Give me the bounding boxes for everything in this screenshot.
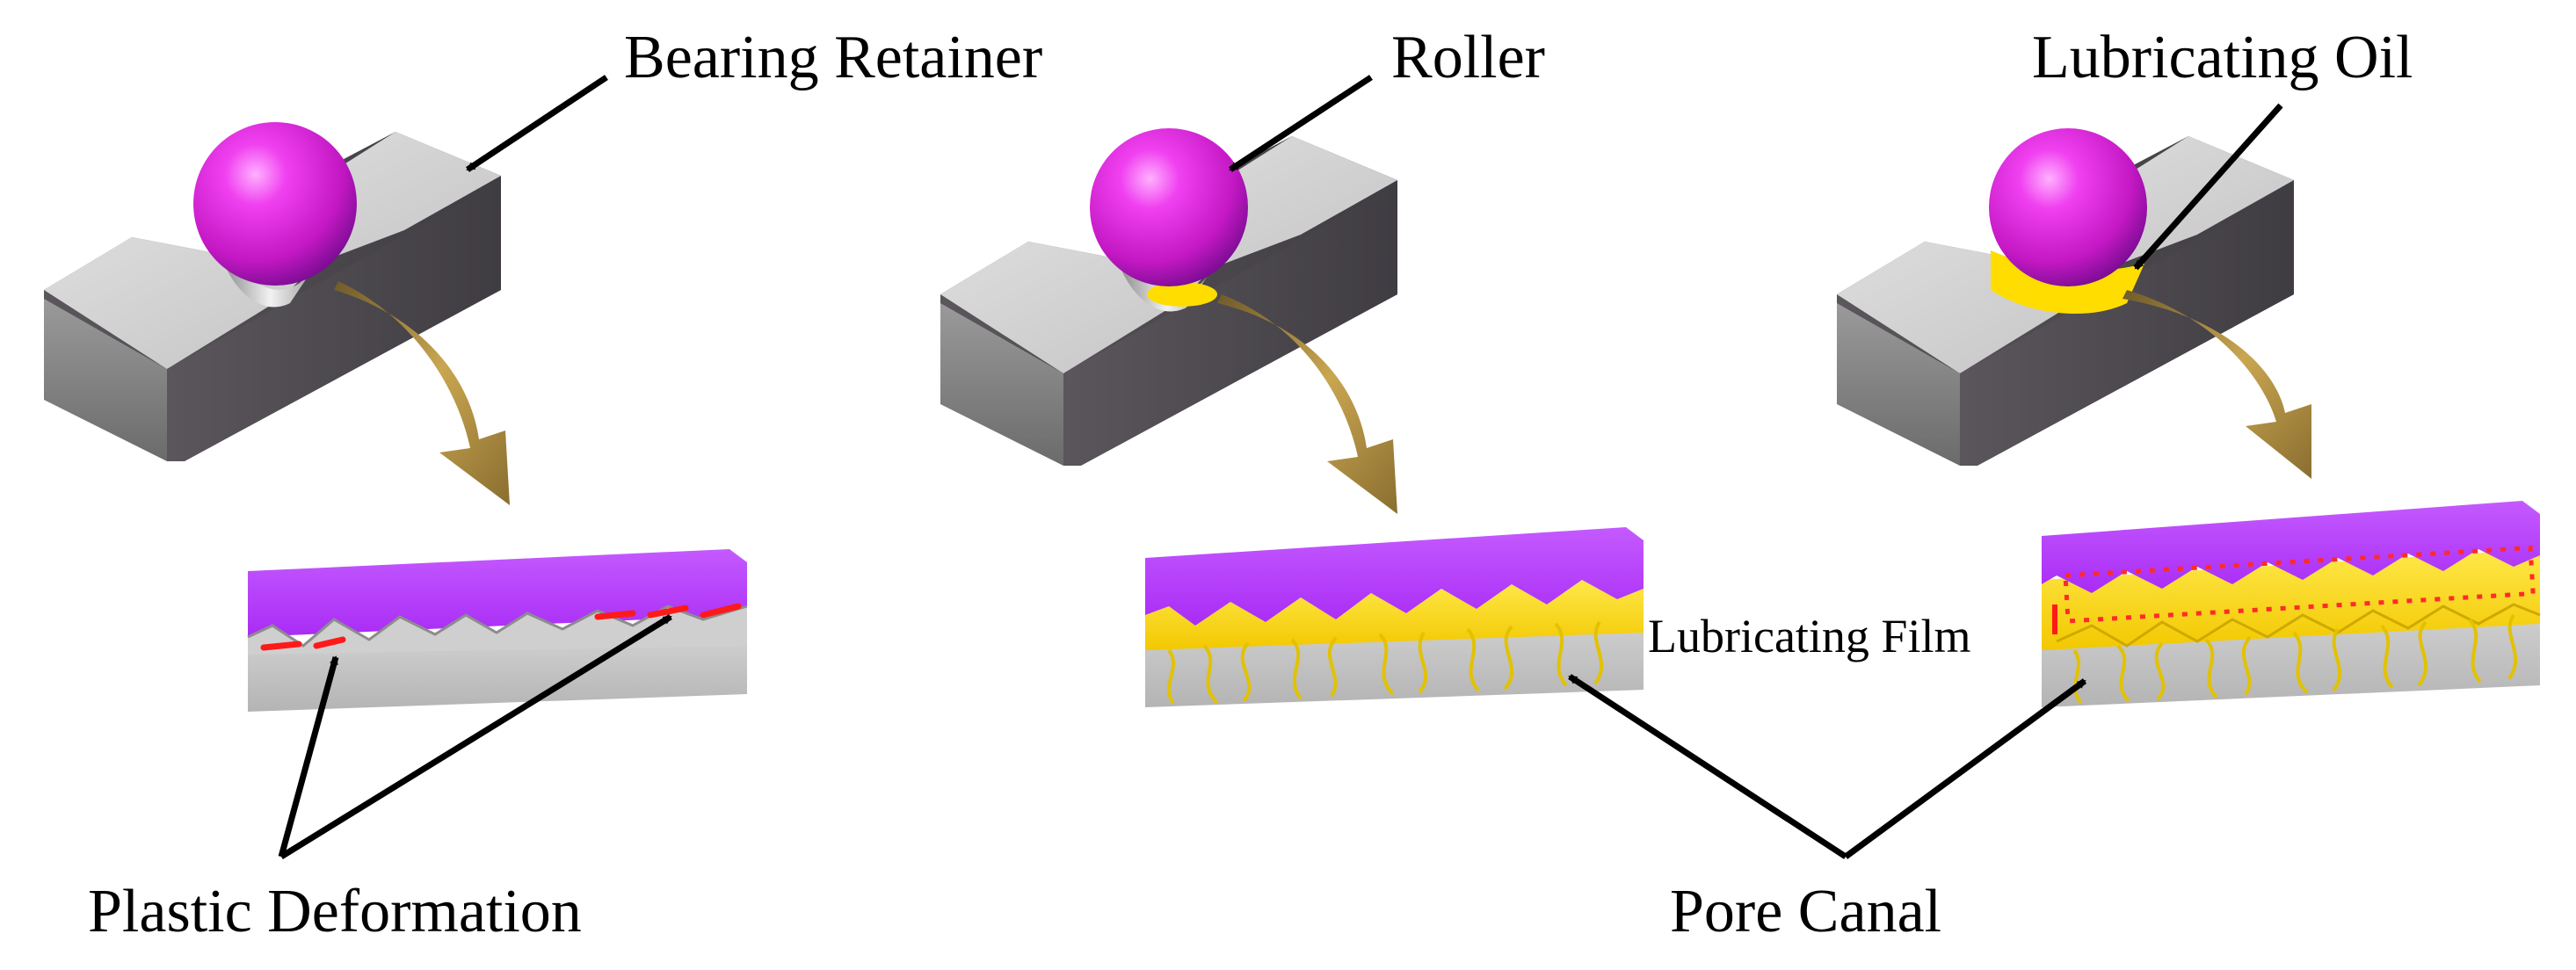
label-plastic-deformation: Plastic Deformation xyxy=(88,878,582,945)
label-lubricating-film: Lubricating Film xyxy=(1648,610,1970,662)
pore-canals-3 xyxy=(2072,613,2518,705)
roller-ball-1 xyxy=(193,122,357,286)
contact-slab-2 xyxy=(1145,527,1644,707)
pointer-pore-canal-2 xyxy=(1843,678,2087,859)
pointer-arrows xyxy=(278,75,2283,859)
pointer-plastic-deformation-1 xyxy=(278,655,339,858)
label-pore-canal: Pore Canal xyxy=(1670,878,1941,945)
pore-canals-2 xyxy=(1167,620,1604,705)
roller-ball-2 xyxy=(1090,128,1248,286)
deformation-mark-1 xyxy=(260,641,302,651)
deformation-mark-5 xyxy=(700,603,742,619)
contact-slab-3 xyxy=(2042,501,2541,707)
pointer-bearing-retainer xyxy=(466,75,608,172)
pointer-plastic-deformation-2 xyxy=(279,614,672,859)
label-lubricating-oil: Lubricating Oil xyxy=(2032,24,2413,91)
flow-arrow-3 xyxy=(2122,290,2311,479)
deformation-mark-4 xyxy=(647,604,689,619)
flow-arrow-2 xyxy=(1217,294,1397,514)
roller-ball-3 xyxy=(1989,128,2147,286)
deformation-mark-3 xyxy=(594,610,636,620)
pointer-pore-canal-1 xyxy=(1568,674,1847,859)
contact-slab-1 xyxy=(247,549,748,712)
film-outline xyxy=(2063,545,2536,624)
label-bearing-retainer: Bearing Retainer xyxy=(624,24,1042,91)
pointer-lubricating-oil xyxy=(2133,103,2283,271)
label-roller: Roller xyxy=(1391,24,1545,91)
flow-arrow-1 xyxy=(334,281,510,505)
pointer-roller xyxy=(1229,75,1373,172)
deformation-mark-2 xyxy=(313,636,346,649)
